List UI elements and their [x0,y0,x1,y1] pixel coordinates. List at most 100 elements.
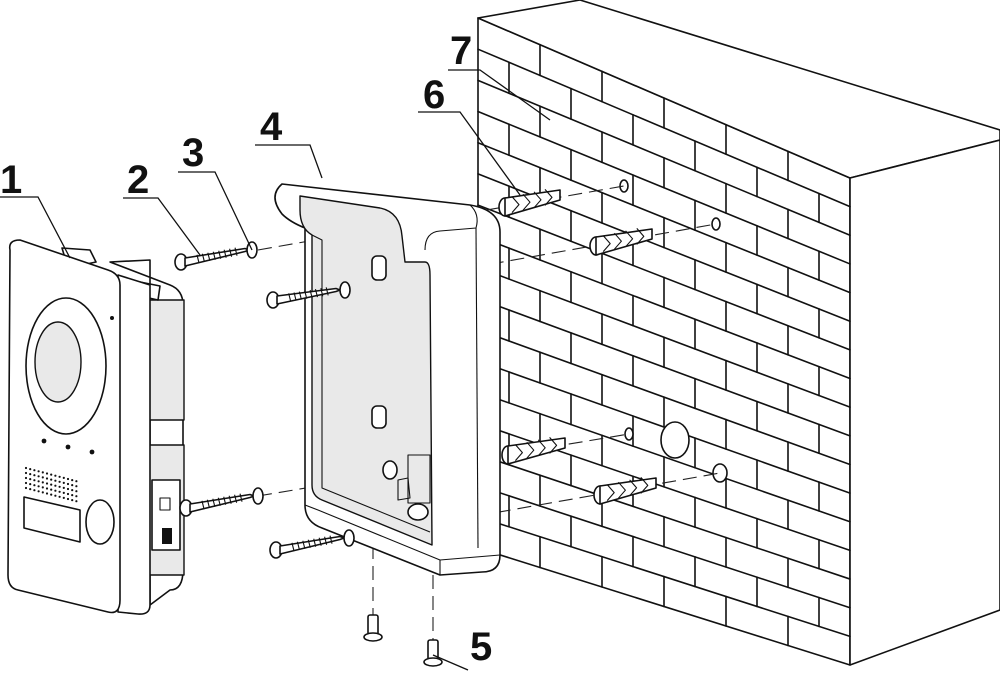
grille-hole [24,471,28,475]
alignment-lines [257,185,721,640]
wall-anchor [498,189,561,217]
brick-mortar-lines [477,43,851,647]
grille-hole [66,482,70,486]
screw [266,287,341,309]
grille-hole [54,484,57,487]
callout-leaders [0,69,551,671]
drill-hole [619,179,629,193]
drill-hole [711,217,721,231]
bottom-screw [363,614,383,642]
washer [252,487,264,505]
wall-anchor [589,228,653,256]
grille-hole [29,478,32,481]
grille-hole [62,476,65,479]
grille-hole [58,475,61,478]
screws [174,247,345,559]
grille-hole [66,477,70,481]
washer [339,281,351,299]
grille-hole [75,480,78,483]
grille-hole [41,476,44,479]
grille-hole [50,488,53,491]
grille-hole [71,499,74,502]
callout-label-2: 2 [127,158,149,202]
grille-hole [45,482,49,485]
grille-hole [75,500,78,503]
panel-rear-module [147,299,185,421]
callout-label-1: 1 [0,158,22,202]
grille-hole [50,473,53,476]
box-interior [299,195,433,546]
grille-hole [24,476,28,480]
grille-hole [45,477,49,480]
screw [179,493,255,517]
wall-hole [712,463,728,483]
grille-hole [29,488,32,491]
grille-hole [24,481,28,485]
grille-hole [66,492,70,496]
grille-hole [37,480,40,483]
speaker-grille [24,466,78,503]
grille-hole [54,489,57,492]
grille-hole [33,479,36,482]
grille-hole [71,494,74,497]
wall-side-face [849,139,1000,666]
grille-hole [24,486,28,490]
grille-hole [41,481,44,484]
grille-hole [62,481,65,484]
callout-labels: 1 2 3 4 5 6 7 [0,29,492,669]
callout-label-3: 3 [182,131,204,175]
camera-lens-icon [34,321,82,403]
grille-hole [33,489,36,492]
grille-hole [58,485,61,488]
grille-hole [24,466,28,470]
grille-hole [41,491,44,494]
grille-hole [29,473,32,476]
drill-hole [624,427,634,441]
grille-hole [75,490,78,493]
grille-hole [33,469,36,472]
grille-hole [50,493,53,496]
grille-hole [62,491,65,494]
mounting-boss [371,405,387,429]
callout-label-6: 6 [423,73,445,117]
grille-hole [37,485,40,488]
grille-hole [41,486,44,489]
grille-hole [58,480,61,483]
grille-hole [37,475,40,478]
grille-hole [71,484,74,487]
grille-hole [66,497,70,501]
grille-hole [62,496,65,499]
callout-label-7: 7 [450,29,472,73]
grille-hole [45,472,49,475]
grille-hole [45,487,49,490]
name-plate [23,496,81,543]
grille-hole [71,479,74,482]
callout-label-5: 5 [470,625,492,669]
grille-hole [41,471,44,474]
grille-hole [75,485,78,488]
grille-hole [29,483,32,486]
callout-label-4: 4 [260,105,283,149]
surface-mount-box [274,183,501,576]
call-button-icon [85,499,115,545]
grille-hole [29,468,32,471]
brick-wall [477,0,1000,666]
grille-hole [58,490,61,493]
wall-anchor [501,437,566,465]
grille-hole [66,487,70,491]
bottom-screws [363,614,443,667]
grille-hole [33,474,36,477]
grille-hole [58,495,61,498]
cable-entry [407,503,429,521]
grille-hole [37,470,40,473]
grille-hole [50,478,53,481]
panel-side [117,274,151,615]
grille-hole [54,474,57,477]
wall-anchors [498,189,657,505]
mounting-boss [371,255,387,281]
wall-anchor [593,477,657,505]
cable-hole [660,421,690,459]
screw [269,535,345,559]
grille-hole [45,492,49,495]
